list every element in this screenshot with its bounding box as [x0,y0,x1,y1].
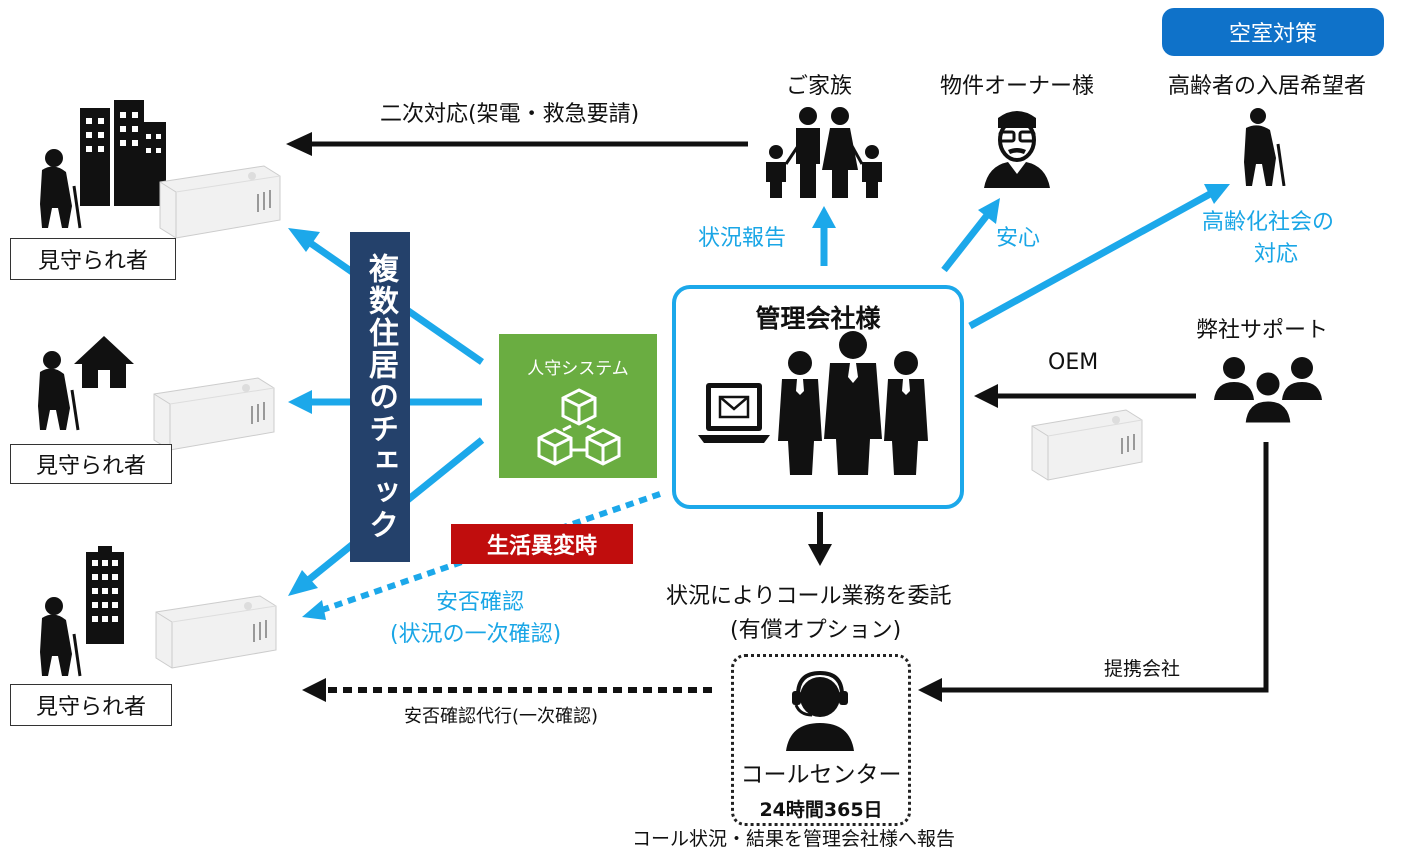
headset-operator-icon [786,670,854,751]
sensor-device-3 [150,590,280,674]
partner-label: 提携会社 [1104,658,1181,680]
family-label: ご家族 [786,74,853,99]
proxy-check-label: 安否確認代行(一次確認) [404,706,599,727]
safety-check-label-1: 安否確認 [436,590,525,615]
arrow-status-report [812,206,836,266]
laptop-mail-icon [698,383,770,443]
secondary-response-label: 二次対応(架電・救急要請) [380,102,640,127]
status-report-label: 状況報告 [698,226,787,251]
arrow-aging-society [968,184,1230,330]
system-label: 人守システム [527,359,629,379]
arrow-outsource [808,512,832,566]
management-company-box: 管理会社様 [672,285,964,509]
support-team-icon [1214,357,1322,424]
family-icon [766,107,882,198]
sensor-device-oem [1026,404,1146,486]
elderly-applicant-icon [1244,108,1286,186]
anomaly-tag: 生活異変時 [451,524,633,564]
arrow-safety-check-dotted [302,491,661,620]
owner-icon [984,111,1050,188]
hours-label: 24時間365日 [759,799,883,821]
elderly-buildings-icon [40,100,166,229]
watched-label-3: 見守られ者 [10,684,172,726]
arrow-proxy-check-dotted [302,678,712,702]
outsource-label-2: (有償オプション) [730,618,902,643]
peace-of-mind-label: 安心 [996,226,1041,251]
outsource-label-1: 状況によりコール業務を委託 [666,584,952,609]
arrow-partner [918,442,1269,702]
aging-society-label-1: 高齢化社会の [1202,210,1335,235]
support-label: 弊社サポート [1196,318,1329,343]
safety-check-label-2: (状況の一次確認) [390,622,562,647]
call-center-label: コールセンター [740,762,902,788]
business-team-icon [778,331,928,475]
sensor-device-1 [154,160,284,244]
owner-label: 物件オーナー様 [940,74,1095,99]
aging-society-label-2: 対応 [1254,242,1299,267]
banner-text: 複数住居のチェック [363,253,398,541]
watched-label-2: 見守られ者 [10,444,172,484]
call-center-box: コールセンター 24時間365日 [731,654,911,826]
elderly-apartment-icon [40,546,124,677]
watched-label-1: 見守られ者 [10,238,176,280]
sensor-device-2 [148,372,278,456]
management-label: 管理会社様 [755,304,881,333]
multi-residence-banner: 複数住居のチェック [350,232,410,562]
report-footer-label: コール状況・結果を管理会社様へ報告 [632,828,956,850]
vacancy-badge: 空室対策 [1162,8,1384,56]
system-box: 人守システム [499,334,657,478]
arrow-secondary-response [286,132,748,156]
elderly-applicant-label: 高齢者の入居希望者 [1168,74,1367,99]
elderly-house-icon [38,336,134,431]
oem-label: OEM [1048,350,1099,375]
cubes-network-icon [537,388,621,466]
arrow-peace-of-mind [941,198,1000,273]
arrow-oem [974,384,1196,408]
